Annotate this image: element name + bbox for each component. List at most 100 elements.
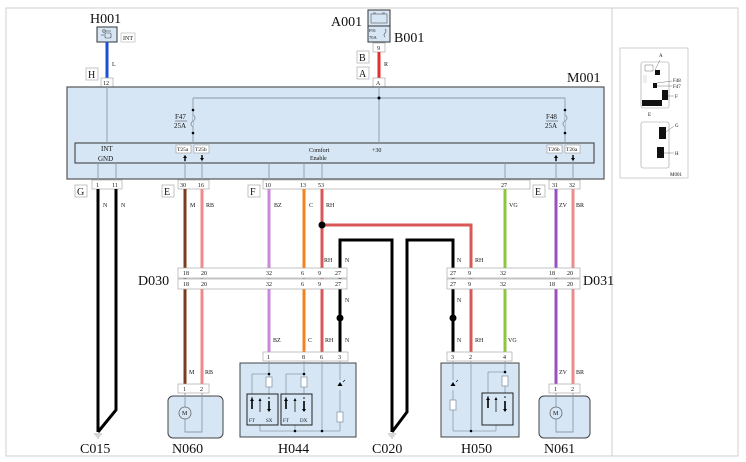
d031-pin-32: 32 xyxy=(500,282,506,288)
d031-pin-27: 27 xyxy=(450,282,456,288)
window-switch-sx-icon xyxy=(246,393,279,426)
pin-2: 2 xyxy=(469,355,472,361)
pin-10: 10 xyxy=(265,183,271,189)
a001-label: A001 xyxy=(331,15,362,30)
wire-ZV-label: ZV xyxy=(559,370,568,376)
d030-pin-20: 20 xyxy=(201,271,207,277)
wire-BR-label: BR xyxy=(576,370,584,376)
d031-label: D031 xyxy=(583,274,614,289)
pin-11: 11 xyxy=(112,183,118,189)
c015-label: C015 xyxy=(80,442,110,457)
pin-8: 8 xyxy=(302,355,305,361)
wire-M-label: M xyxy=(189,370,195,376)
d030-pin-6: 6 xyxy=(301,282,304,288)
d031-pin-27: 27 xyxy=(450,271,456,277)
d030-pin-9: 9 xyxy=(318,282,321,288)
d030-pin-9: 9 xyxy=(318,271,321,277)
motor-symbol: M xyxy=(553,411,559,417)
frame xyxy=(5,7,739,457)
d031-connector[interactable] xyxy=(446,267,581,290)
n061-motor[interactable]: M xyxy=(538,383,591,439)
n060-motor[interactable]: M xyxy=(167,383,224,439)
m001-module[interactable] xyxy=(66,86,605,180)
tag-t26b: T26b xyxy=(548,147,560,153)
wire-N-label: N xyxy=(345,258,350,264)
pin-1: 1 xyxy=(183,387,186,393)
led-icon xyxy=(450,382,456,386)
pin-6: 6 xyxy=(320,355,323,361)
h001-switch[interactable] xyxy=(96,26,118,43)
locator-label-A: A xyxy=(659,54,663,59)
led-icon xyxy=(337,382,343,386)
d030-pin-18: 18 xyxy=(183,282,189,288)
wire-RH[interactable] xyxy=(322,223,473,352)
pin-30: 30 xyxy=(180,183,186,189)
connector-letter-F: F xyxy=(250,187,256,198)
b001-label: B001 xyxy=(394,31,424,46)
wire-N-label: N xyxy=(345,338,350,344)
wire-N[interactable] xyxy=(338,238,394,432)
wire-C-label: C xyxy=(308,338,312,344)
d030-pin-32: 32 xyxy=(266,271,272,277)
locator-label-H: H xyxy=(675,152,679,157)
h050-switch-module[interactable] xyxy=(440,351,520,438)
switch-label-ft: FT xyxy=(283,419,289,424)
b001-fuse-box[interactable]: F01 70A xyxy=(367,25,391,43)
d031-pin-20: 20 xyxy=(567,271,573,277)
h044-switch-module[interactable] xyxy=(239,351,357,438)
connector-F[interactable] xyxy=(262,179,531,190)
enable-label: Enable xyxy=(310,156,327,162)
fuse-f48-id: F48 xyxy=(546,113,557,121)
connector-G[interactable] xyxy=(91,179,123,190)
junction-dot xyxy=(191,131,195,135)
pin-4: 4 xyxy=(503,355,506,361)
wire-VG-label: VG xyxy=(508,338,517,344)
pin-53: 53 xyxy=(318,183,324,189)
motor-symbol: M xyxy=(182,411,188,417)
headlight-switch-icon xyxy=(101,29,112,39)
splice-dot xyxy=(318,221,326,229)
m001-label: M001 xyxy=(567,71,600,86)
h044-label: H044 xyxy=(278,442,309,457)
arrow-down-icon xyxy=(571,155,575,161)
wire-RH-label: RH xyxy=(324,258,333,264)
d030-pin-18: 18 xyxy=(183,271,189,277)
wire-RH-label: RH xyxy=(475,258,484,264)
d030-connector[interactable] xyxy=(177,267,348,290)
pin-27: 27 xyxy=(501,183,507,189)
connector-letter-G: G xyxy=(77,187,84,198)
wire-BR-label: BR xyxy=(576,203,584,209)
connector-E-right[interactable] xyxy=(548,179,581,190)
d031-pin-32: 32 xyxy=(500,271,506,277)
wire-R-label: R xyxy=(384,62,388,68)
fuse-f47-icon xyxy=(190,114,196,128)
pin-9: 9 xyxy=(377,46,380,52)
wire-N[interactable] xyxy=(96,189,118,433)
locator-inset[interactable] xyxy=(619,47,689,179)
n060-label: N060 xyxy=(172,442,203,457)
connector-letter-H: H xyxy=(88,70,95,81)
splice-dot xyxy=(449,314,457,322)
d031-pin-18: 18 xyxy=(549,282,555,288)
h001-tag: INT xyxy=(123,36,133,42)
locator-label-G: G xyxy=(675,124,679,129)
wire-RB-label: RB xyxy=(205,370,213,376)
window-switch-icon xyxy=(481,392,514,426)
a001-battery[interactable] xyxy=(367,9,391,27)
pin-3: 3 xyxy=(338,355,341,361)
ground-icon xyxy=(388,433,396,439)
wire-BZ-label: BZ xyxy=(274,203,282,209)
fuse-f48-rating: 25A xyxy=(545,122,557,130)
pin-16: 16 xyxy=(198,183,204,189)
wire-N-label: N xyxy=(121,203,126,209)
int-label: INT xyxy=(101,145,113,153)
pin-12: 12 xyxy=(103,81,109,87)
arrow-up-icon xyxy=(554,155,558,161)
connector-E-left[interactable] xyxy=(177,179,210,190)
battery-icon xyxy=(370,12,388,24)
fuse-f47-rating: 25A xyxy=(174,122,186,130)
switch-label-ft: FT xyxy=(249,419,255,424)
wire-N-label: N xyxy=(457,298,462,304)
pin-3: 3 xyxy=(451,355,454,361)
junction-dot xyxy=(377,96,381,100)
